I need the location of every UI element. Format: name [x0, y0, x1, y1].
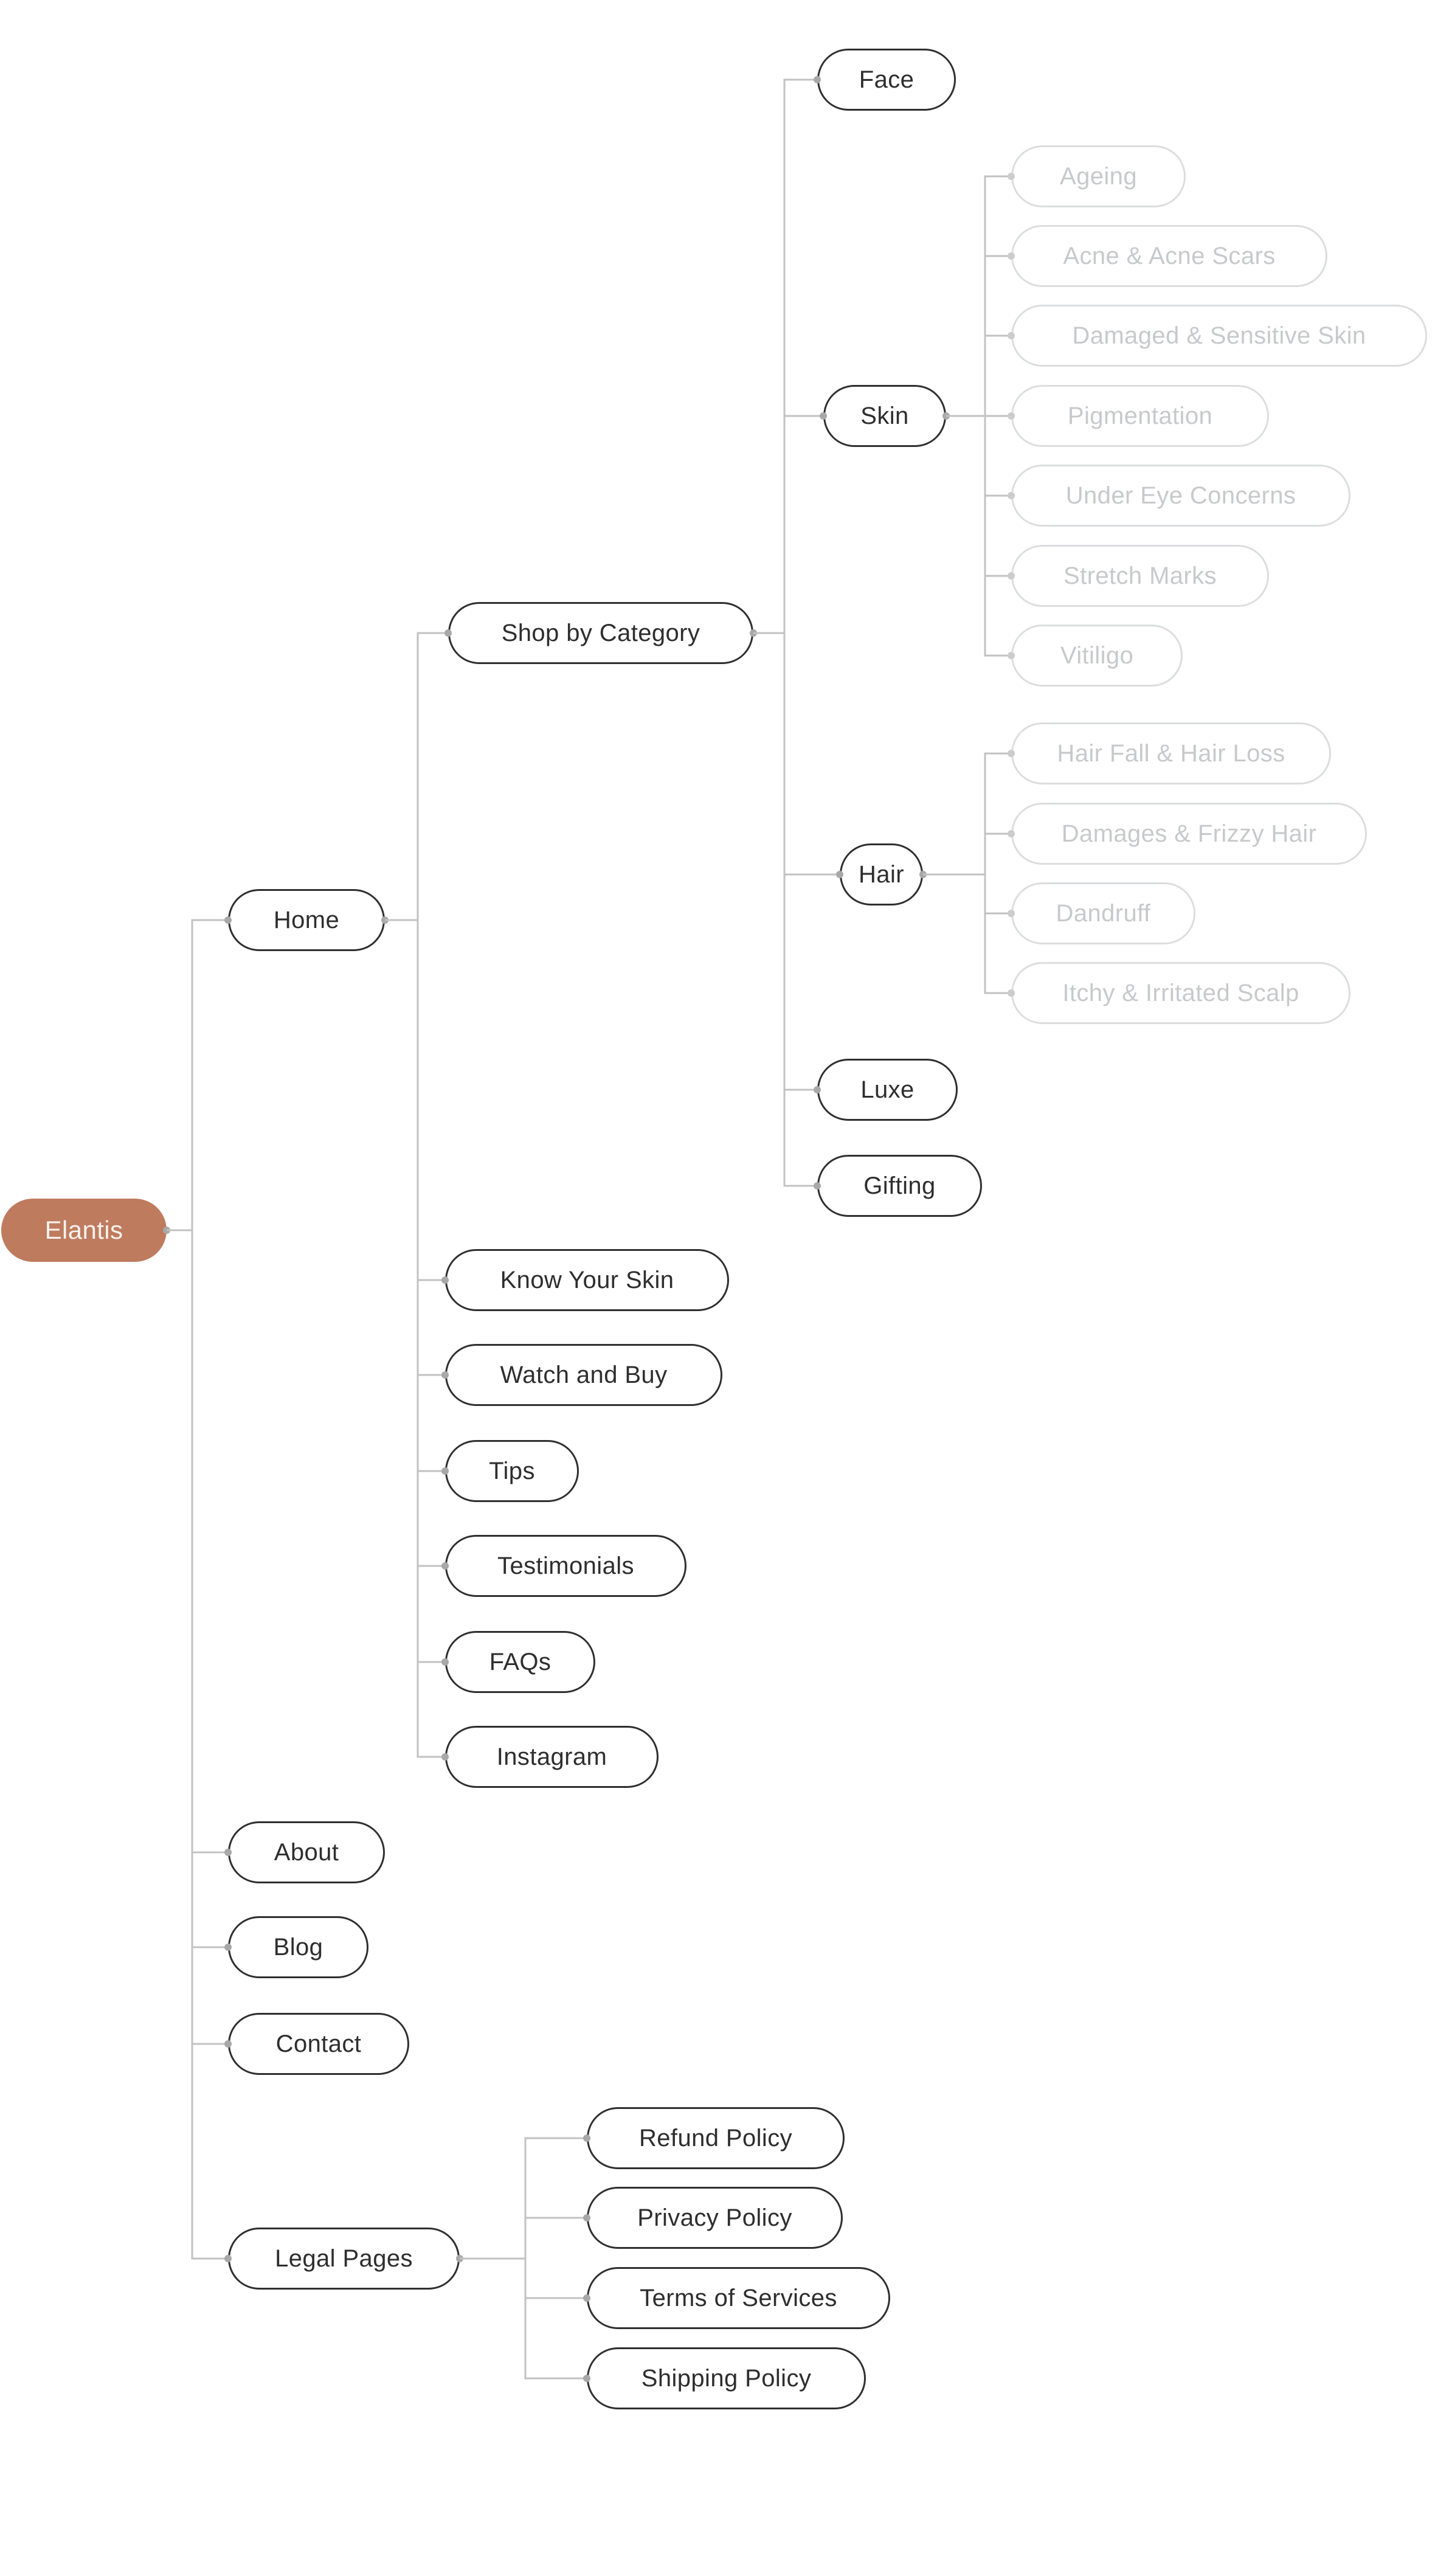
mindmap-node-shipping[interactable]: Shipping Policy: [587, 2347, 866, 2409]
mindmap-node-home[interactable]: Home: [228, 889, 385, 951]
mindmap-node-pigmentation[interactable]: Pigmentation: [1011, 385, 1269, 447]
mindmap-node-watch[interactable]: Watch and Buy: [445, 1344, 722, 1406]
mindmap-node-stretch[interactable]: Stretch Marks: [1011, 545, 1269, 607]
mindmap-node-shop[interactable]: Shop by Category: [448, 602, 753, 664]
mindmap-node-acne[interactable]: Acne & Acne Scars: [1011, 225, 1327, 287]
mindmap-node-dandruff[interactable]: Dandruff: [1011, 882, 1195, 944]
mindmap-node-privacy[interactable]: Privacy Policy: [587, 2187, 843, 2249]
mindmap-node-gifting[interactable]: Gifting: [817, 1155, 982, 1217]
mindmap-node-face[interactable]: Face: [817, 49, 956, 111]
mindmap-node-about[interactable]: About: [228, 1821, 385, 1883]
mindmap-node-blog[interactable]: Blog: [228, 1916, 368, 1978]
mindmap-node-legal[interactable]: Legal Pages: [228, 2228, 460, 2290]
mindmap-node-tips[interactable]: Tips: [445, 1440, 579, 1502]
mindmap-node-elantis[interactable]: Elantis: [1, 1199, 167, 1262]
mindmap-node-hair[interactable]: Hair: [840, 843, 923, 905]
mindmap-node-undereye[interactable]: Under Eye Concerns: [1011, 465, 1350, 527]
mindmap-node-refund[interactable]: Refund Policy: [587, 2107, 845, 2169]
mindmap-node-skin[interactable]: Skin: [823, 385, 946, 447]
mindmap-node-vitiligo[interactable]: Vitiligo: [1011, 625, 1183, 687]
mindmap-node-itchy[interactable]: Itchy & Irritated Scalp: [1011, 962, 1350, 1024]
mindmap-node-know[interactable]: Know Your Skin: [445, 1249, 729, 1311]
mindmap-node-testimonials[interactable]: Testimonials: [445, 1535, 686, 1597]
mindmap-node-ageing[interactable]: Ageing: [1011, 145, 1186, 207]
mindmap-node-damages[interactable]: Damages & Frizzy Hair: [1011, 803, 1367, 865]
mindmap-node-damaged[interactable]: Damaged & Sensitive Skin: [1011, 305, 1427, 367]
mindmap-node-instagram[interactable]: Instagram: [445, 1726, 659, 1788]
mindmap-node-faqs[interactable]: FAQs: [445, 1631, 595, 1693]
mindmap-node-luxe[interactable]: Luxe: [817, 1059, 958, 1121]
mindmap-node-terms[interactable]: Terms of Services: [587, 2267, 890, 2329]
mindmap-node-hairfall[interactable]: Hair Fall & Hair Loss: [1011, 722, 1331, 784]
mindmap-node-contact[interactable]: Contact: [228, 2013, 409, 2075]
